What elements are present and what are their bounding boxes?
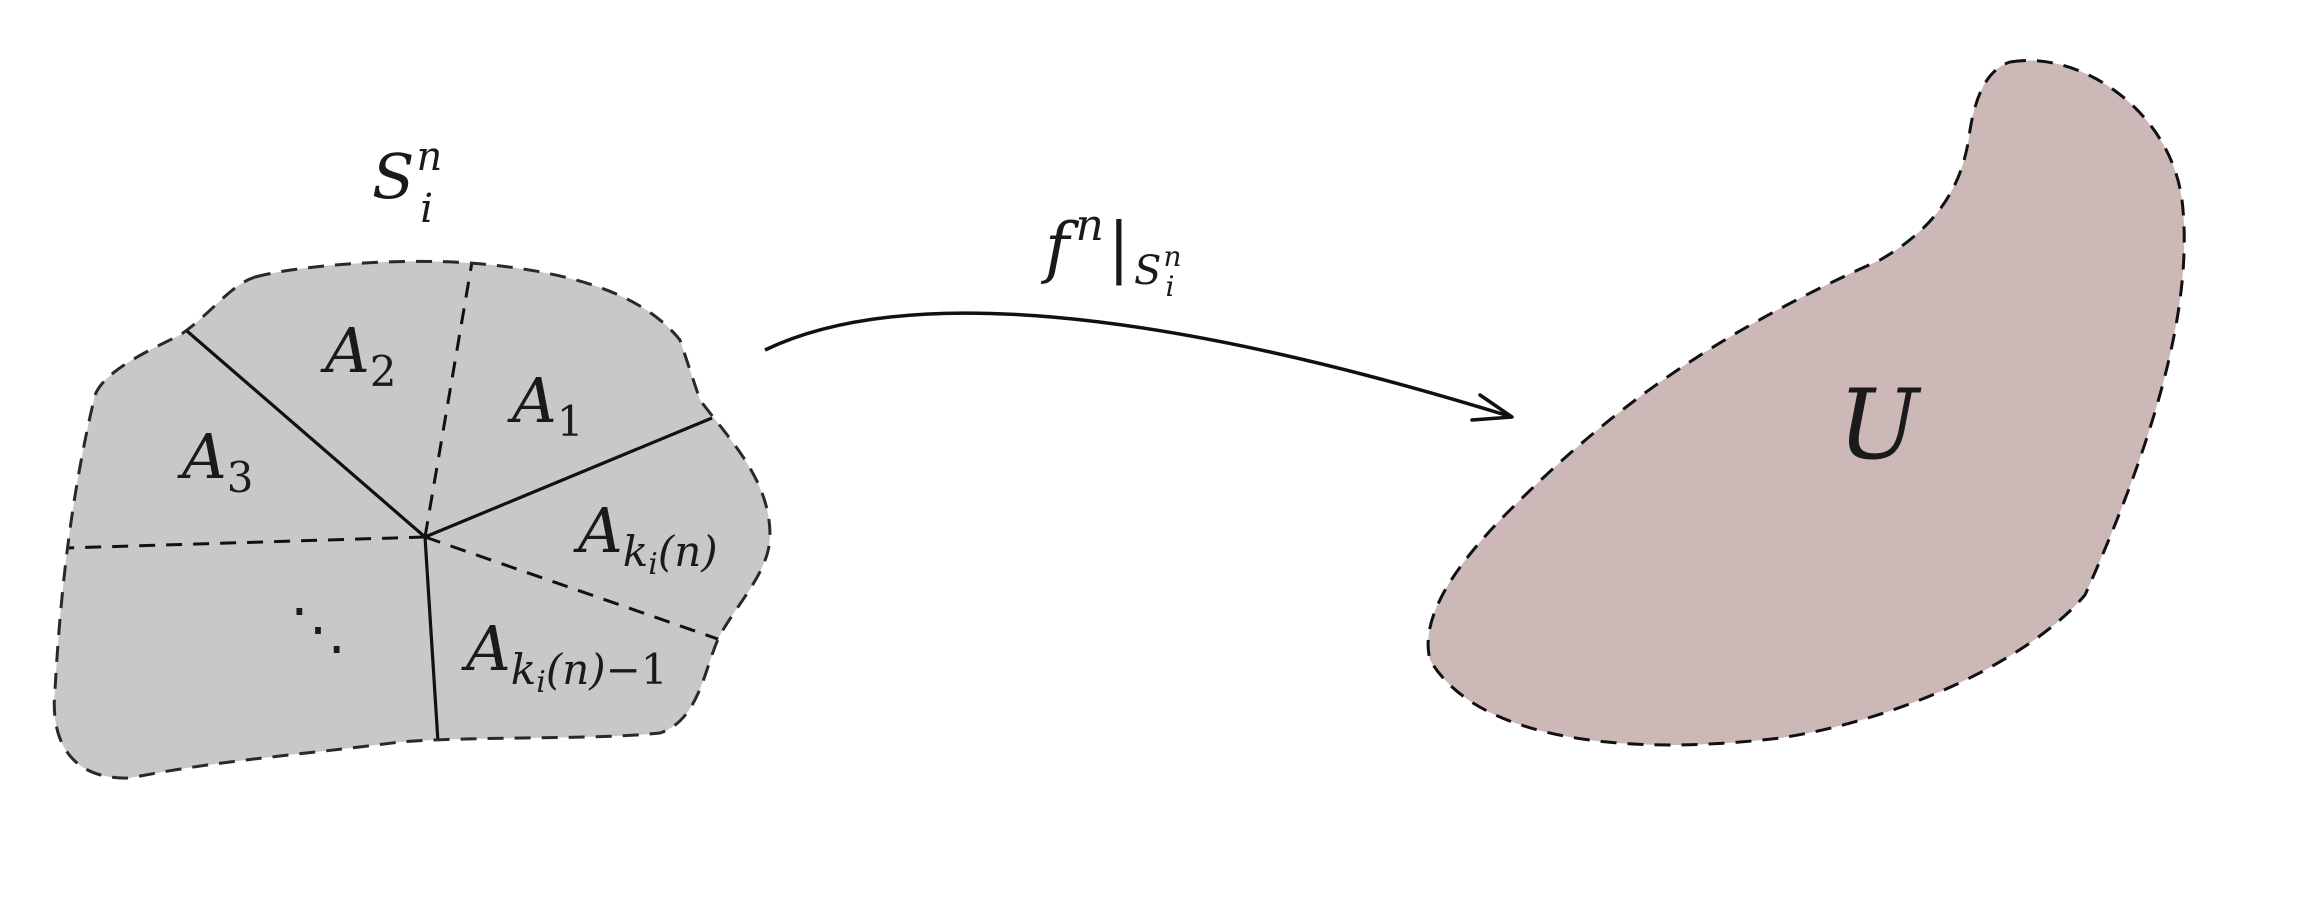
label-A3: A3 <box>177 420 254 502</box>
partition-line-dashed <box>424 535 736 647</box>
map-arrow <box>764 311 1514 422</box>
partition-line-solid <box>178 323 427 539</box>
map-arrowhead <box>1470 393 1514 422</box>
map-arrow-curve <box>764 311 1513 419</box>
label-A2: A2 <box>320 314 397 396</box>
region-outline <box>52 259 772 780</box>
label-Ak: Aki(n) <box>573 494 718 582</box>
label-A1: A1 <box>507 364 584 446</box>
partition-line-dashed <box>423 261 474 538</box>
target-fill <box>1426 59 2186 747</box>
region-fill <box>54 261 771 779</box>
label-Ak-minus-1: Aki(n)−1 <box>461 612 668 700</box>
target-region: U <box>1426 59 2186 747</box>
partition-line-solid <box>423 536 440 743</box>
partitioned-region <box>52 259 772 780</box>
ellipsis-dots: ⋱ <box>290 597 346 662</box>
target-label: U <box>1838 369 1922 481</box>
partition-line-dashed <box>65 535 426 550</box>
partition-line-solid <box>424 416 713 539</box>
partition-lines <box>65 261 736 743</box>
